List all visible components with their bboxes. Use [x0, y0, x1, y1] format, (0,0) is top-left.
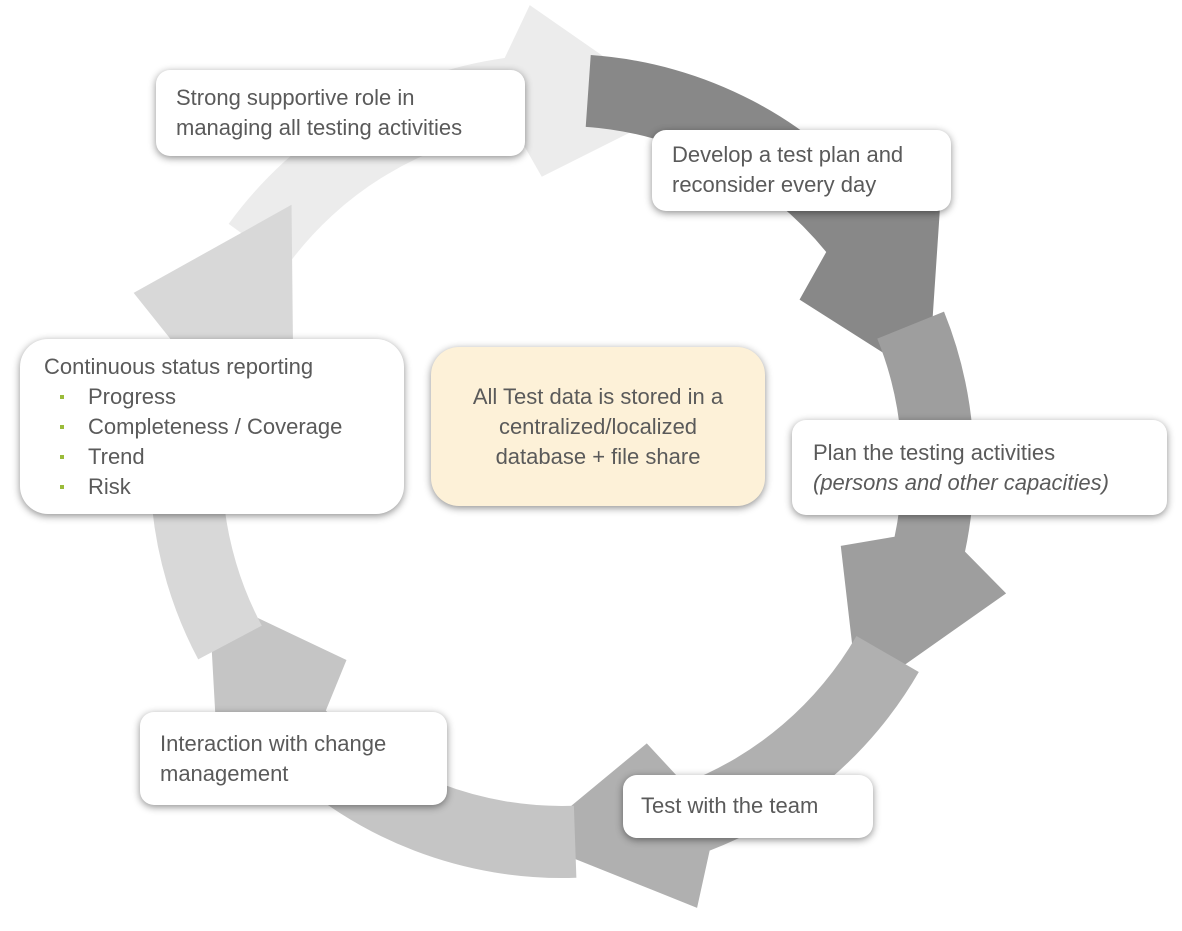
bullet-text: Risk [88, 474, 131, 499]
bullet-item: Completeness / Coverage [60, 412, 404, 442]
center-note-text: centralized/localized [498, 414, 698, 439]
square-bullet-icon [60, 455, 64, 459]
step-develop-plan: Develop a test plan and reconsider every… [652, 130, 951, 211]
center-note-text: All Test data is stored in a [472, 384, 724, 409]
bullet-item: Progress [60, 382, 404, 412]
step-change-management: Interaction with change management [140, 712, 447, 805]
step-supportive-role: Strong supportive role in managing all t… [156, 70, 525, 156]
step-text: Interaction with change [160, 731, 387, 756]
bullet-text: Progress [88, 384, 177, 409]
center-note-text: database + file share [495, 444, 701, 469]
square-bullet-icon [60, 485, 64, 489]
arrow-develop-plan [585, 55, 941, 382]
status-bullet-list: Progress Completeness / Coverage Trend R… [44, 382, 404, 502]
step-text: Strong supportive role in [176, 85, 415, 110]
arrow-test-team [529, 636, 919, 908]
bullet-text: Completeness / Coverage [88, 414, 343, 439]
step-text: Develop a test plan and [672, 142, 904, 167]
step-text: reconsider every day [672, 172, 877, 197]
center-note: All Test data is stored in a centralized… [431, 347, 765, 506]
bullet-item: Trend [60, 442, 404, 472]
step-text: management [160, 761, 289, 786]
step-status-reporting: Continuous status reporting Progress Com… [20, 339, 404, 514]
step-text: Test with the team [641, 793, 819, 818]
step-text: managing all testing activities [176, 115, 463, 140]
bullet-text: Trend [88, 444, 145, 469]
arrow-change-management [208, 594, 577, 878]
step-subtext: (persons and other capacities) [813, 470, 1109, 495]
step-plan-activities: Plan the testing activities (persons and… [792, 420, 1167, 515]
step-text: Continuous status reporting [44, 354, 314, 379]
bullet-item: Risk [60, 472, 404, 502]
square-bullet-icon [60, 395, 64, 399]
step-test-team: Test with the team [623, 775, 873, 838]
square-bullet-icon [60, 425, 64, 429]
step-text: Plan the testing activities [813, 440, 1056, 465]
